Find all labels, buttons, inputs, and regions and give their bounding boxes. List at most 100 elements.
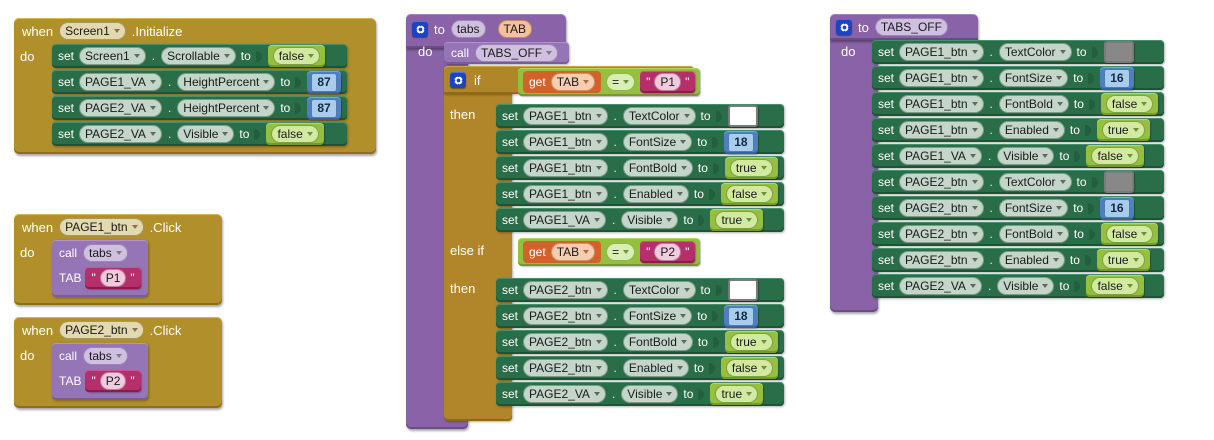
component-dropdown[interactable]: PAGE2_btn [523,307,608,325]
component-dropdown[interactable]: PAGE2_btn [899,251,984,269]
procedure-param-tab[interactable]: TAB [497,20,532,38]
component-dropdown[interactable]: PAGE1_btn [899,121,984,139]
text-value[interactable]: P1 [654,73,682,91]
component-dropdown[interactable]: PAGE2_btn [899,173,984,191]
number-value[interactable]: 18 [728,306,754,326]
boolean-block-true[interactable]: true [724,157,778,179]
number-block-18[interactable]: 18 [724,304,758,328]
boolean-block-false[interactable]: false [1086,145,1144,167]
boolean-block-false[interactable]: false [267,45,326,67]
boolean-block-false[interactable]: false [720,357,779,379]
number-value[interactable]: 16 [1104,198,1130,218]
text-block-p2[interactable]: " P2 " [85,370,141,392]
text-block-p1[interactable]: " P1 " [85,267,141,289]
mutator-gear-icon[interactable] [450,72,466,88]
operator-dropdown-equals[interactable]: = [606,243,636,261]
component-dropdown[interactable]: PAGE2_btn [523,359,608,377]
component-dropdown-screen1[interactable]: Screen1 [59,22,126,40]
boolean-block-false[interactable]: false [1086,275,1144,297]
property-dropdown[interactable]: TextColor [998,173,1072,191]
component-dropdown[interactable]: PAGE2_btn [899,225,984,243]
component-dropdown[interactable]: PAGE2_btn [523,333,608,351]
component-dropdown-page1btn[interactable]: PAGE1_btn [59,218,144,236]
call-block-tabs[interactable]: call tabs TAB " P1 " [52,240,148,297]
text-value[interactable]: P2 [654,243,682,261]
component-dropdown[interactable]: PAGE1_btn [523,185,608,203]
get-block-tab[interactable]: get TAB [523,71,602,93]
property-dropdown[interactable]: FontBold [622,159,693,177]
property-dropdown[interactable]: Visible [997,277,1055,295]
number-block-18[interactable]: 18 [724,130,758,154]
number-value[interactable]: 87 [311,72,337,92]
number-block-16[interactable]: 16 [1100,196,1134,220]
boolean-block-false[interactable]: false [1100,93,1159,115]
component-dropdown[interactable]: PAGE1_btn [523,159,608,177]
component-dropdown[interactable]: Screen1 [79,47,146,65]
comparison-block-equals[interactable]: get TAB = " P1 " [518,68,701,96]
component-dropdown[interactable]: PAGE1_VA [79,73,162,91]
property-dropdown[interactable]: FontSize [998,69,1069,87]
operator-dropdown-equals[interactable]: = [606,73,636,91]
get-block-tab[interactable]: get TAB [523,241,602,263]
component-dropdown[interactable]: PAGE2_VA [523,385,606,403]
number-block-87[interactable]: 87 [307,96,341,120]
procedure-header-tabs-off[interactable]: to TABS_OFF [830,14,978,40]
property-dropdown[interactable]: TextColor [622,281,696,299]
property-dropdown[interactable]: FontBold [998,225,1069,243]
number-block-87[interactable]: 87 [307,70,341,94]
component-dropdown[interactable]: PAGE2_btn [523,281,608,299]
property-dropdown[interactable]: Enabled [998,251,1065,269]
color-block[interactable] [1103,41,1134,63]
component-dropdown[interactable]: PAGE2_VA [899,277,982,295]
variable-dropdown-tab[interactable]: TAB [550,243,596,261]
boolean-block-true[interactable]: true [710,383,764,405]
component-dropdown[interactable]: PAGE1_btn [899,69,984,87]
property-dropdown[interactable]: Enabled [622,185,689,203]
boolean-block-true[interactable]: true [1096,249,1150,271]
property-dropdown[interactable]: Visible [177,125,235,143]
procedure-dropdown-tabs[interactable]: tabs [83,347,128,365]
text-block-p1[interactable]: " P1 " [640,71,696,93]
component-dropdown[interactable]: PAGE2_VA [79,125,162,143]
property-dropdown[interactable]: FontSize [622,307,693,325]
condition-block-2[interactable]: get TAB = " P2 " [518,238,701,266]
mutator-gear-icon[interactable] [412,21,428,37]
boolean-block-true[interactable]: true [1096,119,1150,141]
property-dropdown[interactable]: Scrollable [161,47,236,65]
call-block-tabs[interactable]: call tabs TAB " P2 " [52,343,148,400]
procedure-name-field-tabsoff[interactable]: TABS_OFF [874,18,948,36]
boolean-block-false[interactable]: false [720,183,779,205]
comparison-block-equals[interactable]: get TAB = " P2 " [518,238,701,266]
component-dropdown[interactable]: PAGE1_btn [523,133,608,151]
call-block-tabs-off[interactable]: call TABS_OFF [444,42,569,64]
event-block-page2btn-click[interactable]: when PAGE2_btn .Click do call tabs TAB " [14,317,222,408]
property-dropdown[interactable]: Enabled [622,359,689,377]
number-value[interactable]: 87 [311,98,337,118]
property-dropdown[interactable]: TextColor [998,43,1072,61]
property-dropdown[interactable]: FontBold [622,333,693,351]
procedure-dropdown-tabsoff[interactable]: TABS_OFF [475,44,559,62]
boolean-block-true[interactable]: true [724,331,778,353]
component-dropdown-page2btn[interactable]: PAGE2_btn [59,321,144,339]
color-block[interactable] [727,105,758,127]
